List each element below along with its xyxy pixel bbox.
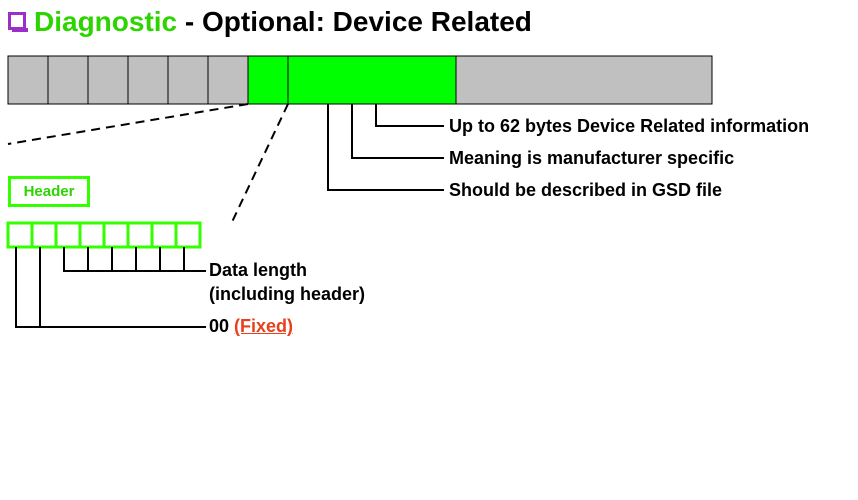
frame-byte-1 bbox=[7, 55, 49, 105]
zoom-line-right bbox=[231, 103, 289, 223]
fixed-value-label: 00 (Fixed) bbox=[209, 316, 293, 337]
frame-header-byte bbox=[247, 55, 289, 105]
frame-device-data bbox=[287, 55, 457, 105]
frame-byte-3 bbox=[87, 55, 129, 105]
leader-line-3 bbox=[327, 104, 444, 191]
slide-title: Diagnostic - Optional: Device Related bbox=[8, 6, 532, 38]
header-bit-7 bbox=[6, 221, 34, 249]
annotation-gsd-file: Should be described in GSD file bbox=[449, 180, 723, 200]
frame-byte-2 bbox=[47, 55, 89, 105]
header-bit-3 bbox=[102, 221, 130, 249]
checkbox-bullet-icon bbox=[8, 12, 28, 32]
zoom-line-left bbox=[7, 103, 249, 145]
header-bits bbox=[6, 221, 202, 249]
header-bit-2 bbox=[126, 221, 154, 249]
leader-line-1 bbox=[375, 104, 444, 127]
header-bit-4 bbox=[78, 221, 106, 249]
frame-byte-6 bbox=[207, 55, 249, 105]
title-highlight: Diagnostic bbox=[34, 6, 178, 37]
frame-remaining bbox=[455, 55, 713, 105]
fixed-note: (Fixed) bbox=[234, 316, 294, 336]
leader-line-2 bbox=[351, 104, 444, 159]
header-box: Header bbox=[8, 176, 90, 207]
header-bit-0 bbox=[174, 221, 202, 249]
annotation-manufacturer-specific: Meaning is manufacturer specific bbox=[449, 148, 735, 168]
header-bit-6 bbox=[30, 221, 58, 249]
data-length-bracket bbox=[63, 247, 206, 272]
including-header-label: (including header) bbox=[209, 284, 366, 304]
annotation-62-bytes: Up to 62 bytes Device Related informatio… bbox=[449, 116, 810, 136]
title-rest: - Optional: Device Related bbox=[177, 6, 532, 37]
data-length-label: Data length bbox=[209, 260, 308, 280]
header-bit-1 bbox=[150, 221, 178, 249]
fixed-bits-bracket bbox=[15, 247, 206, 328]
header-bit-5 bbox=[54, 221, 82, 249]
frame-byte-5 bbox=[167, 55, 209, 105]
zero-value: 00 bbox=[209, 316, 230, 336]
frame-byte-4 bbox=[127, 55, 169, 105]
frame-bar bbox=[7, 55, 713, 105]
